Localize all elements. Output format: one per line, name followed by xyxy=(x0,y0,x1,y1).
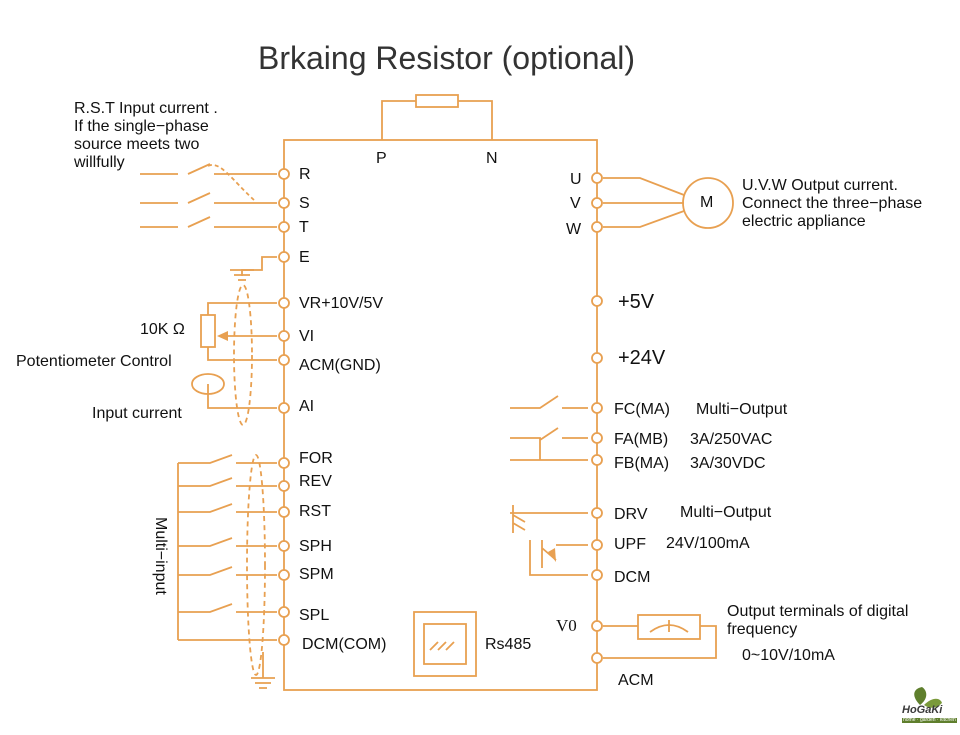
terminal-v0 xyxy=(591,620,603,632)
label-rev: REV xyxy=(299,473,332,490)
label-fa: FA(MB) xyxy=(614,431,669,448)
label-spl: SPL xyxy=(299,607,330,624)
frequency-range: 0~10V/10mA xyxy=(742,647,835,664)
potentiometer-value: 10K Ω xyxy=(140,321,185,338)
relay-dc-rating: 3A/30VDC xyxy=(690,455,766,472)
logo-text: HoGaKi xyxy=(902,704,943,716)
brake-resistor xyxy=(415,94,459,108)
label-u: U xyxy=(570,171,582,188)
ground-wiring xyxy=(230,256,277,281)
potentiometer-control-label: Potentiometer Control xyxy=(16,353,172,370)
rst-input-note: R.S.T Input current . If the single−phas… xyxy=(74,100,218,171)
label-for: FOR xyxy=(299,450,333,467)
open-collector-rating: 24V/100mA xyxy=(666,535,750,552)
terminal-acm xyxy=(591,652,603,664)
label-ai: AI xyxy=(299,398,315,415)
terminal-upf xyxy=(591,539,603,551)
frequency-output-note: Output terminals of digital frequency xyxy=(727,603,909,638)
label-sph: SPH xyxy=(299,538,332,555)
logo-tagline: home · garden · kitchen xyxy=(902,717,957,723)
input-current-label: Input current xyxy=(92,405,182,422)
terminal-spl xyxy=(278,606,290,618)
multi-input-label: Multi−input xyxy=(152,517,169,595)
terminal-sph xyxy=(278,540,290,552)
terminal-acm-gnd xyxy=(278,354,290,366)
terminal-dcm xyxy=(591,569,603,581)
terminal-r xyxy=(278,168,290,180)
terminal-fa xyxy=(591,432,603,444)
shield-wiring xyxy=(233,284,266,676)
open-collector-multi-output: Multi−Output xyxy=(680,504,772,521)
relay-ac-rating: 3A/250VAC xyxy=(690,431,773,448)
label-w: W xyxy=(566,221,582,238)
label-v0: V0 xyxy=(556,616,577,635)
leaf-icon xyxy=(914,687,942,708)
label-t: T xyxy=(299,219,309,236)
rs485-connector xyxy=(413,611,477,677)
terminal-24v xyxy=(591,352,603,364)
motor-wiring xyxy=(603,177,734,229)
terminal-rev xyxy=(278,480,290,492)
motor-label: M xyxy=(700,194,714,211)
hogaki-logo: HoGaKi home · garden · kitchen xyxy=(898,683,957,727)
terminal-drv xyxy=(591,507,603,519)
label-upf: UPF xyxy=(614,536,646,553)
label-p: P xyxy=(376,150,387,167)
terminal-e xyxy=(278,251,290,263)
label-vi: VI xyxy=(299,328,315,345)
terminal-rst xyxy=(278,506,290,518)
potentiometer-wiper-arrow xyxy=(217,331,228,341)
label-acm: ACM xyxy=(618,672,654,689)
terminal-fc xyxy=(591,402,603,414)
relay-multi-output: Multi−Output xyxy=(696,401,788,418)
terminal-vi xyxy=(278,330,290,342)
label-fc: FC(MA) xyxy=(614,401,670,418)
label-rst: RST xyxy=(299,503,331,520)
label-5v: +5V xyxy=(618,291,655,313)
uvw-output-note: U.V.W Output current. Connect the three−… xyxy=(742,177,923,230)
diagram-title: Brkaing Resistor (optional) xyxy=(258,40,636,76)
terminal-dcm-com xyxy=(278,634,290,646)
potentiometer-wiring xyxy=(191,302,277,409)
terminal-w xyxy=(591,221,603,233)
terminal-v xyxy=(591,197,603,209)
terminal-t xyxy=(278,221,290,233)
label-r: R xyxy=(299,166,311,183)
label-n: N xyxy=(486,150,498,167)
label-dcm: DCM xyxy=(614,569,651,586)
terminal-vr xyxy=(278,297,290,309)
label-v: V xyxy=(570,195,581,212)
label-dcm-com: DCM(COM) xyxy=(302,636,387,653)
terminal-for xyxy=(278,457,290,469)
terminal-spm xyxy=(278,569,290,581)
label-acm-gnd: ACM(GND) xyxy=(299,357,381,374)
open-collector-wiring xyxy=(510,505,588,576)
meter-wiring xyxy=(603,614,717,659)
inverter-body xyxy=(283,139,598,691)
label-spm: SPM xyxy=(299,566,334,583)
collector-arrow xyxy=(548,548,556,562)
multi-input-wiring xyxy=(177,454,277,689)
terminal-u xyxy=(591,172,603,184)
label-24v: +24V xyxy=(618,347,666,369)
label-vr: VR+10V/5V xyxy=(299,295,384,312)
label-fb: FB(MA) xyxy=(614,455,670,472)
terminal-5v xyxy=(591,295,603,307)
rs485-label: Rs485 xyxy=(485,636,532,653)
terminal-fb xyxy=(591,454,603,466)
terminal-ai xyxy=(278,402,290,414)
label-drv: DRV xyxy=(614,506,648,523)
label-e: E xyxy=(299,249,310,266)
relay-wiring xyxy=(510,395,588,461)
label-s: S xyxy=(299,195,310,212)
rst-input-wiring xyxy=(140,163,277,228)
terminal-points xyxy=(278,168,603,664)
terminal-s xyxy=(278,197,290,209)
